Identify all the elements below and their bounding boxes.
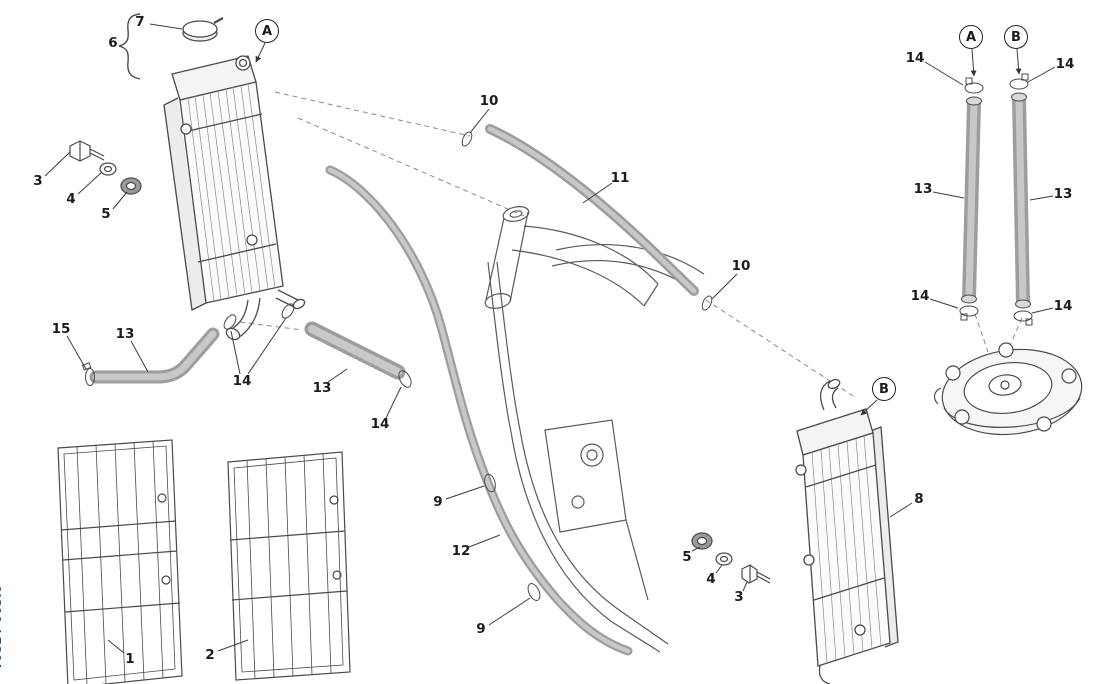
clamp-10-bottom bbox=[701, 295, 713, 311]
callout-4-left: 4 bbox=[66, 191, 76, 207]
callout-14-left: 14 bbox=[232, 373, 252, 389]
callout-4-right: 4 bbox=[706, 571, 716, 587]
callout-b-top: B bbox=[1004, 25, 1028, 49]
callout-3-right: 3 bbox=[734, 589, 744, 605]
document-code: T0814-005.0 bbox=[0, 584, 4, 670]
group-brace-6 bbox=[118, 13, 141, 80]
callout-leader-lines bbox=[44, 23, 1056, 654]
bolt-3-right bbox=[741, 564, 771, 584]
callout-5-left: 5 bbox=[101, 206, 111, 222]
callout-12: 12 bbox=[451, 543, 471, 559]
callout-a-left: A bbox=[255, 19, 279, 43]
clamp-10-top bbox=[461, 131, 473, 147]
callout-13-right-2: 13 bbox=[1053, 186, 1073, 202]
right-radiator bbox=[795, 378, 899, 684]
clamp-14-right-a-top bbox=[964, 77, 984, 94]
callout-9-lower: 9 bbox=[476, 621, 486, 637]
callout-14-right-4: 14 bbox=[1053, 298, 1073, 314]
washer-4-right bbox=[715, 552, 733, 566]
callout-10-lower: 10 bbox=[731, 258, 751, 274]
radiator-cap bbox=[182, 17, 224, 42]
callout-7: 7 bbox=[135, 14, 145, 30]
callout-3-left: 3 bbox=[33, 173, 43, 189]
grommet-5-left bbox=[120, 177, 142, 195]
hose-13-left bbox=[89, 327, 220, 384]
hose-guide-9-upper bbox=[484, 473, 496, 493]
callout-13-right-1: 13 bbox=[913, 181, 933, 197]
callout-14-right-3: 14 bbox=[910, 288, 930, 304]
grommet-5-right bbox=[691, 532, 713, 550]
callout-10-upper: 10 bbox=[479, 93, 499, 109]
callout-11: 11 bbox=[610, 170, 630, 186]
callout-6: 6 bbox=[108, 35, 118, 51]
callout-14-right-1: 14 bbox=[905, 50, 925, 66]
callout-5-right: 5 bbox=[682, 549, 692, 565]
radiator-guard-2 bbox=[227, 451, 351, 681]
callout-13-left: 13 bbox=[115, 326, 135, 342]
callout-14-right-2: 14 bbox=[1055, 56, 1075, 72]
callout-8: 8 bbox=[914, 491, 924, 507]
hose-guide-9-lower bbox=[527, 583, 541, 601]
callout-1: 1 bbox=[125, 651, 135, 667]
hose-13-right-b bbox=[1011, 92, 1031, 309]
hose-12 bbox=[325, 165, 633, 656]
callout-15: 15 bbox=[51, 321, 71, 337]
clamp-14-right-a-bottom bbox=[959, 305, 979, 321]
callout-a-top: A bbox=[959, 25, 983, 49]
hose-13-right-a bbox=[961, 96, 982, 304]
clamp-14-left-a bbox=[223, 314, 237, 330]
clamp-14-right-b-bottom bbox=[1013, 310, 1033, 326]
clamp-14-left-b bbox=[281, 303, 295, 319]
washer-4-left bbox=[99, 162, 117, 176]
motorcycle-frame bbox=[484, 206, 705, 653]
callout-14-center: 14 bbox=[370, 416, 390, 432]
bolt-3-left bbox=[69, 140, 105, 162]
callout-9-upper: 9 bbox=[433, 494, 443, 510]
left-radiator bbox=[163, 55, 306, 341]
callout-13-center: 13 bbox=[312, 380, 332, 396]
hose-13-center bbox=[304, 321, 406, 380]
water-pump-cover bbox=[933, 342, 1083, 436]
hose-11 bbox=[485, 124, 699, 296]
radiator-guard-1 bbox=[57, 439, 183, 684]
clamp-14-right-b-top bbox=[1009, 73, 1029, 90]
clamp-14-center bbox=[398, 370, 412, 388]
callout-b-radiator: B bbox=[872, 377, 896, 401]
callout-2: 2 bbox=[205, 647, 215, 663]
clamp-15 bbox=[81, 362, 95, 386]
